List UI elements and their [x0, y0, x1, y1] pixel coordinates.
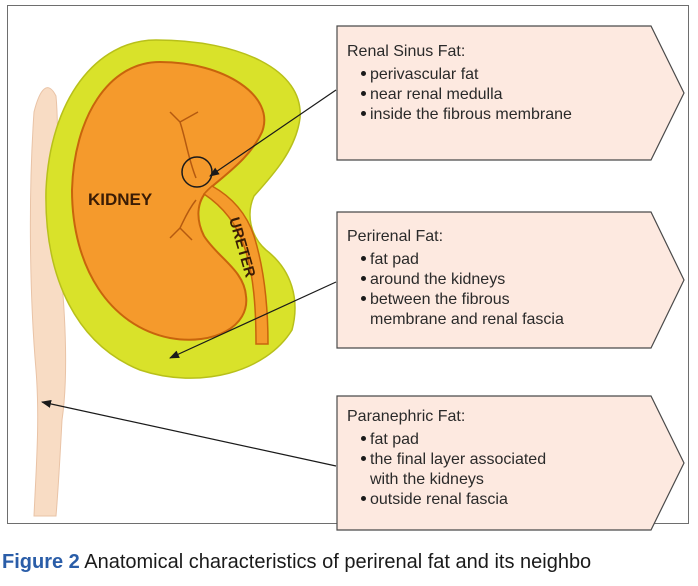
kidney-shape [70, 60, 266, 341]
arrow-perirenal [169, 281, 337, 359]
bullet-list: perivascular fat near renal medulla insi… [347, 65, 572, 125]
arrow-renal-sinus [209, 89, 337, 177]
bullet-list: fat pad the final layer associated with … [347, 430, 546, 510]
bullet-item: around the kidneys [361, 270, 564, 290]
ureter-tube [202, 185, 269, 345]
callout-title: Paranephric Fat: [347, 408, 466, 425]
callout-perirenal-fat: Perirenal Fat: fat pad around the kidney… [347, 227, 564, 330]
figure-caption: Figure 2 Anatomical characteristics of p… [2, 549, 591, 575]
bullet-item: the final layer associated with the kidn… [361, 450, 546, 490]
bullet-item: between the fibrous membrane and renal f… [361, 290, 564, 330]
callout-paranephric-fat: Paranephric Fat: fat pad the final layer… [347, 407, 546, 510]
bullet-item: fat pad [361, 430, 546, 450]
bullet-item: inside the fibrous membrane [361, 105, 572, 125]
kidney-label: KIDNEY [88, 190, 153, 209]
bullet-item: outside renal fascia [361, 490, 546, 510]
callout-title: Perirenal Fat: [347, 228, 444, 245]
figure-label: Figure 2 [2, 551, 80, 573]
caption-text: Anatomical characteristics of perirenal … [84, 551, 592, 573]
bullet-item: near renal medulla [361, 85, 572, 105]
bullet-item: fat pad [361, 250, 564, 270]
bullet-item: perivascular fat [361, 65, 572, 85]
callout-box-paranephric [336, 395, 685, 531]
calyx-branches [169, 111, 199, 241]
arrow-paranephric [41, 400, 337, 467]
callout-title: Renal Sinus Fat: [347, 43, 466, 60]
callout-box-renal-sinus [336, 25, 685, 161]
callout-renal-sinus-fat: Renal Sinus Fat: perivascular fat near r… [347, 42, 572, 125]
bullet-list: fat pad around the kidneys between the f… [347, 250, 564, 330]
callout-box-perirenal [336, 211, 685, 349]
